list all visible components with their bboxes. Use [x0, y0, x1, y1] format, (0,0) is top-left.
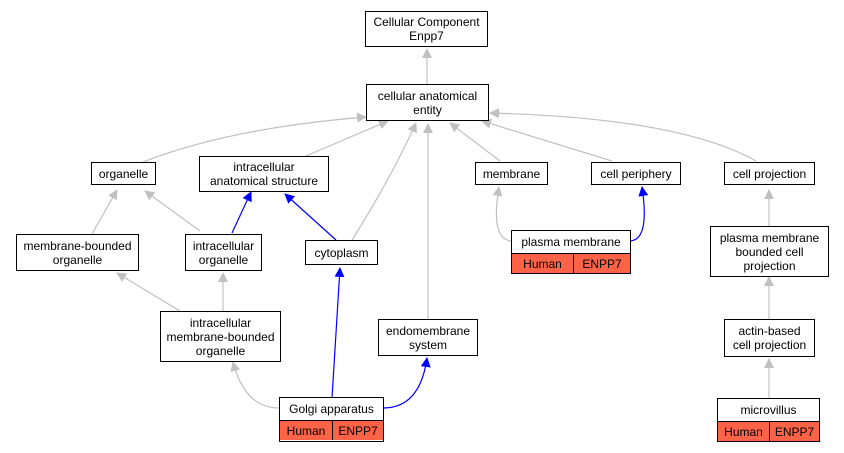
- plasma-membrane-annotation: Human ENPP7: [512, 254, 630, 273]
- edge-membrane-cae: [449, 122, 501, 162]
- node-plasma-membrane[interactable]: plasma membrane Human ENPP7: [511, 230, 631, 274]
- edge-cytoplasm-ias: [284, 193, 337, 241]
- edge-projection-cae: [489, 108, 757, 162]
- edge-ias-cae: [305, 119, 389, 157]
- node-endomembrane-system[interactable]: endomembrane system: [378, 319, 478, 356]
- edge-mbo-organelle: [91, 189, 118, 235]
- node-intracellular-organelle[interactable]: intracellular organelle: [185, 234, 262, 271]
- edge-organelle-cae: [142, 112, 367, 163]
- node-plasma-membrane-bounded-cell-projection[interactable]: plasma membrane bounded cell projection: [710, 226, 829, 277]
- microvillus-title: microvillus: [718, 399, 819, 422]
- microvillus-species: Human: [724, 424, 763, 439]
- golgi-apparatus-annotation: Human ENPP7: [280, 421, 383, 440]
- edge-io-organelle: [144, 190, 201, 232]
- node-intracellular-membrane-bounded-organelle[interactable]: intracellular membrane-bounded organelle: [160, 311, 281, 362]
- edge-io-ias: [231, 191, 252, 234]
- edge-golgi-endomembrane: [382, 357, 431, 409]
- node-membrane-bounded-organelle[interactable]: membrane-bounded organelle: [16, 234, 139, 271]
- edge-golgi-imbo: [230, 361, 280, 409]
- edge-cytoplasm-cae: [351, 122, 417, 241]
- node-cell-projection[interactable]: cell projection: [724, 162, 815, 185]
- edge-imbo-mbo: [116, 272, 181, 312]
- microvillus-annotation: Human ENPP7: [718, 422, 819, 441]
- node-cellular-component-enpp7[interactable]: Cellular Component Enpp7: [365, 11, 488, 47]
- golgi-apparatus-title: Golgi apparatus: [280, 398, 383, 421]
- plasma-membrane-gene: ENPP7: [573, 254, 630, 273]
- node-actin-based-cell-projection[interactable]: actin-based cell projection: [724, 319, 815, 357]
- node-cytoplasm[interactable]: cytoplasm: [305, 240, 378, 265]
- golgi-apparatus-gene: ENPP7: [332, 421, 383, 440]
- edge-golgi-cytoplasm: [331, 267, 345, 399]
- node-organelle[interactable]: organelle: [91, 162, 156, 185]
- microvillus-gene: ENPP7: [769, 422, 819, 441]
- golgi-apparatus-species: Human: [286, 423, 326, 438]
- edge-periphery-cae: [481, 118, 613, 162]
- node-cellular-anatomical-entity[interactable]: cellular anatomical entity: [366, 84, 489, 121]
- node-cell-periphery[interactable]: cell periphery: [591, 162, 681, 185]
- edge-pm-membrane: [492, 186, 513, 242]
- plasma-membrane-species: Human: [523, 256, 562, 271]
- plasma-membrane-title: plasma membrane: [512, 231, 630, 254]
- node-intracellular-anatomical-structure[interactable]: intracellular anatomical structure: [199, 156, 329, 192]
- node-golgi-apparatus[interactable]: Golgi apparatus Human ENPP7: [279, 397, 384, 442]
- node-membrane[interactable]: membrane: [475, 162, 548, 185]
- node-microvillus[interactable]: microvillus Human ENPP7: [717, 398, 820, 442]
- edge-pm-periphery: [629, 186, 649, 242]
